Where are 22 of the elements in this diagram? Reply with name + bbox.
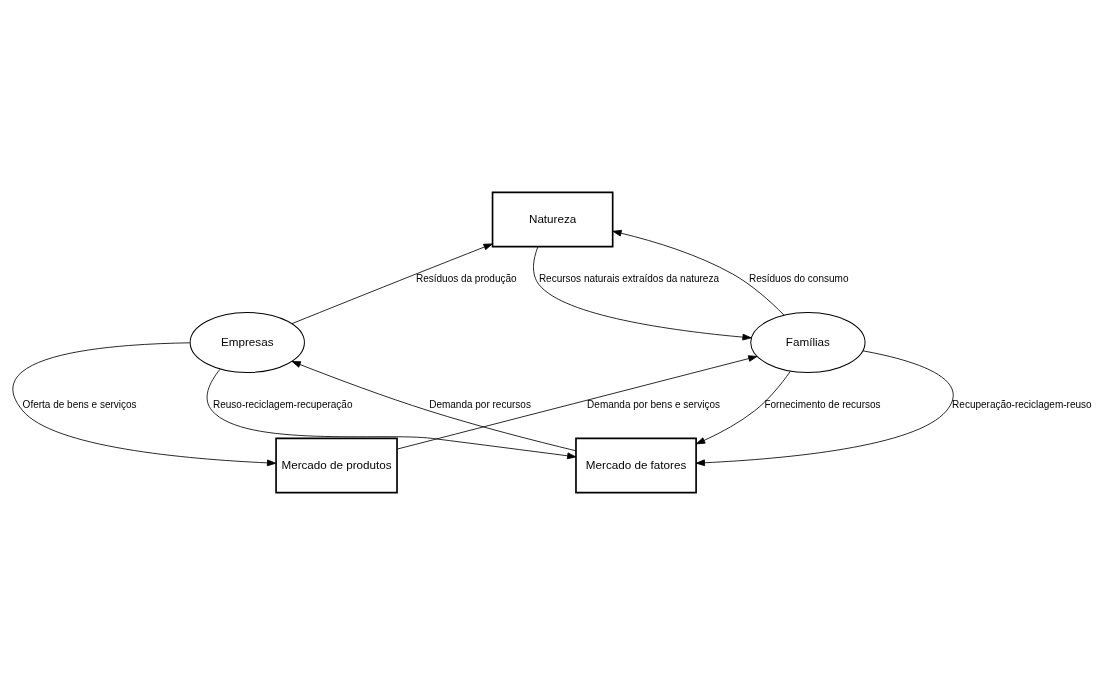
node-ellipse: Famílias (750, 311, 866, 373)
node-box: Mercado de produtos (275, 437, 398, 493)
node-box: Natureza (491, 191, 614, 247)
edge-label: Resíduos do consumo (748, 272, 849, 284)
edge-label: Resíduos da produção (415, 272, 517, 284)
arrow (206, 368, 577, 459)
arrow (695, 349, 954, 466)
arrow (533, 245, 752, 340)
arrow (12, 341, 277, 466)
edge-label: Fornecimento de recursos (764, 398, 881, 410)
arrow (696, 370, 791, 444)
arrow (291, 360, 577, 451)
edge-label: Reuso-reciclagem-recuperação (212, 398, 353, 410)
edge-label: Recuperação-reciclagem-reuso (952, 398, 1092, 410)
edge-label: Demanda por recursos (429, 398, 531, 410)
edge-label: Demanda por bens e serviços (587, 398, 720, 410)
edge-label: Recursos naturais extraídos da natureza (538, 272, 719, 284)
arrow (291, 243, 493, 324)
node-box: Mercado de fatores (575, 437, 697, 493)
arrow (396, 354, 758, 449)
edge-label: Oferta de bens e serviços (22, 398, 137, 410)
arrow (612, 229, 785, 316)
